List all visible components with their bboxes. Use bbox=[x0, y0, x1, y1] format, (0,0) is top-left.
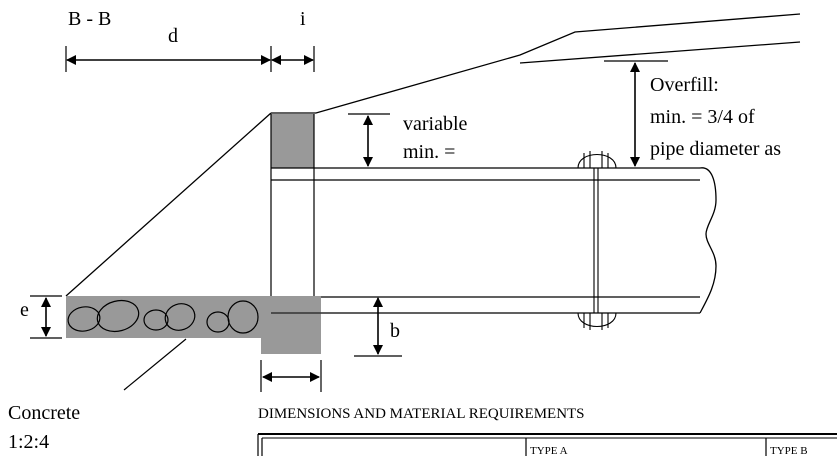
dim-b-label: b bbox=[390, 320, 400, 342]
dim-e-label: e bbox=[20, 299, 29, 321]
table-col-type-a: TYPE A bbox=[530, 445, 568, 456]
joint-collar-bottom bbox=[577, 312, 617, 330]
headwall-foundation-block bbox=[261, 296, 321, 354]
road-surface-line bbox=[271, 13, 801, 114]
section-label: B - B bbox=[68, 8, 111, 30]
variable-label-line2: min. = bbox=[403, 141, 455, 163]
dim-d-label: d bbox=[168, 25, 178, 47]
apron-stones bbox=[67, 299, 259, 334]
pipe-break-end bbox=[699, 167, 717, 314]
table-col-type-b: TYPE B bbox=[770, 445, 808, 456]
variable-label-line1: variable bbox=[403, 113, 468, 135]
concrete-label-line1: Concrete bbox=[8, 402, 80, 424]
overfill-label-line1: Overfill: bbox=[650, 74, 719, 96]
dim-i-label: i bbox=[300, 8, 306, 30]
overfill-label-line3: pipe diameter as bbox=[650, 138, 781, 160]
table-title: DIMENSIONS AND MATERIAL REQUIREMENTS bbox=[258, 406, 585, 422]
road-base-line bbox=[519, 41, 801, 64]
apron-concrete bbox=[66, 296, 271, 338]
concrete-leader-line bbox=[123, 338, 187, 391]
overfill-label-line2: min. = 3/4 of bbox=[650, 106, 755, 128]
joint-collar-top bbox=[577, 151, 617, 169]
concrete-label-line2: 1:2:4 bbox=[8, 431, 49, 453]
embankment-slope-left bbox=[65, 112, 272, 297]
headwall-top-block bbox=[271, 114, 314, 168]
